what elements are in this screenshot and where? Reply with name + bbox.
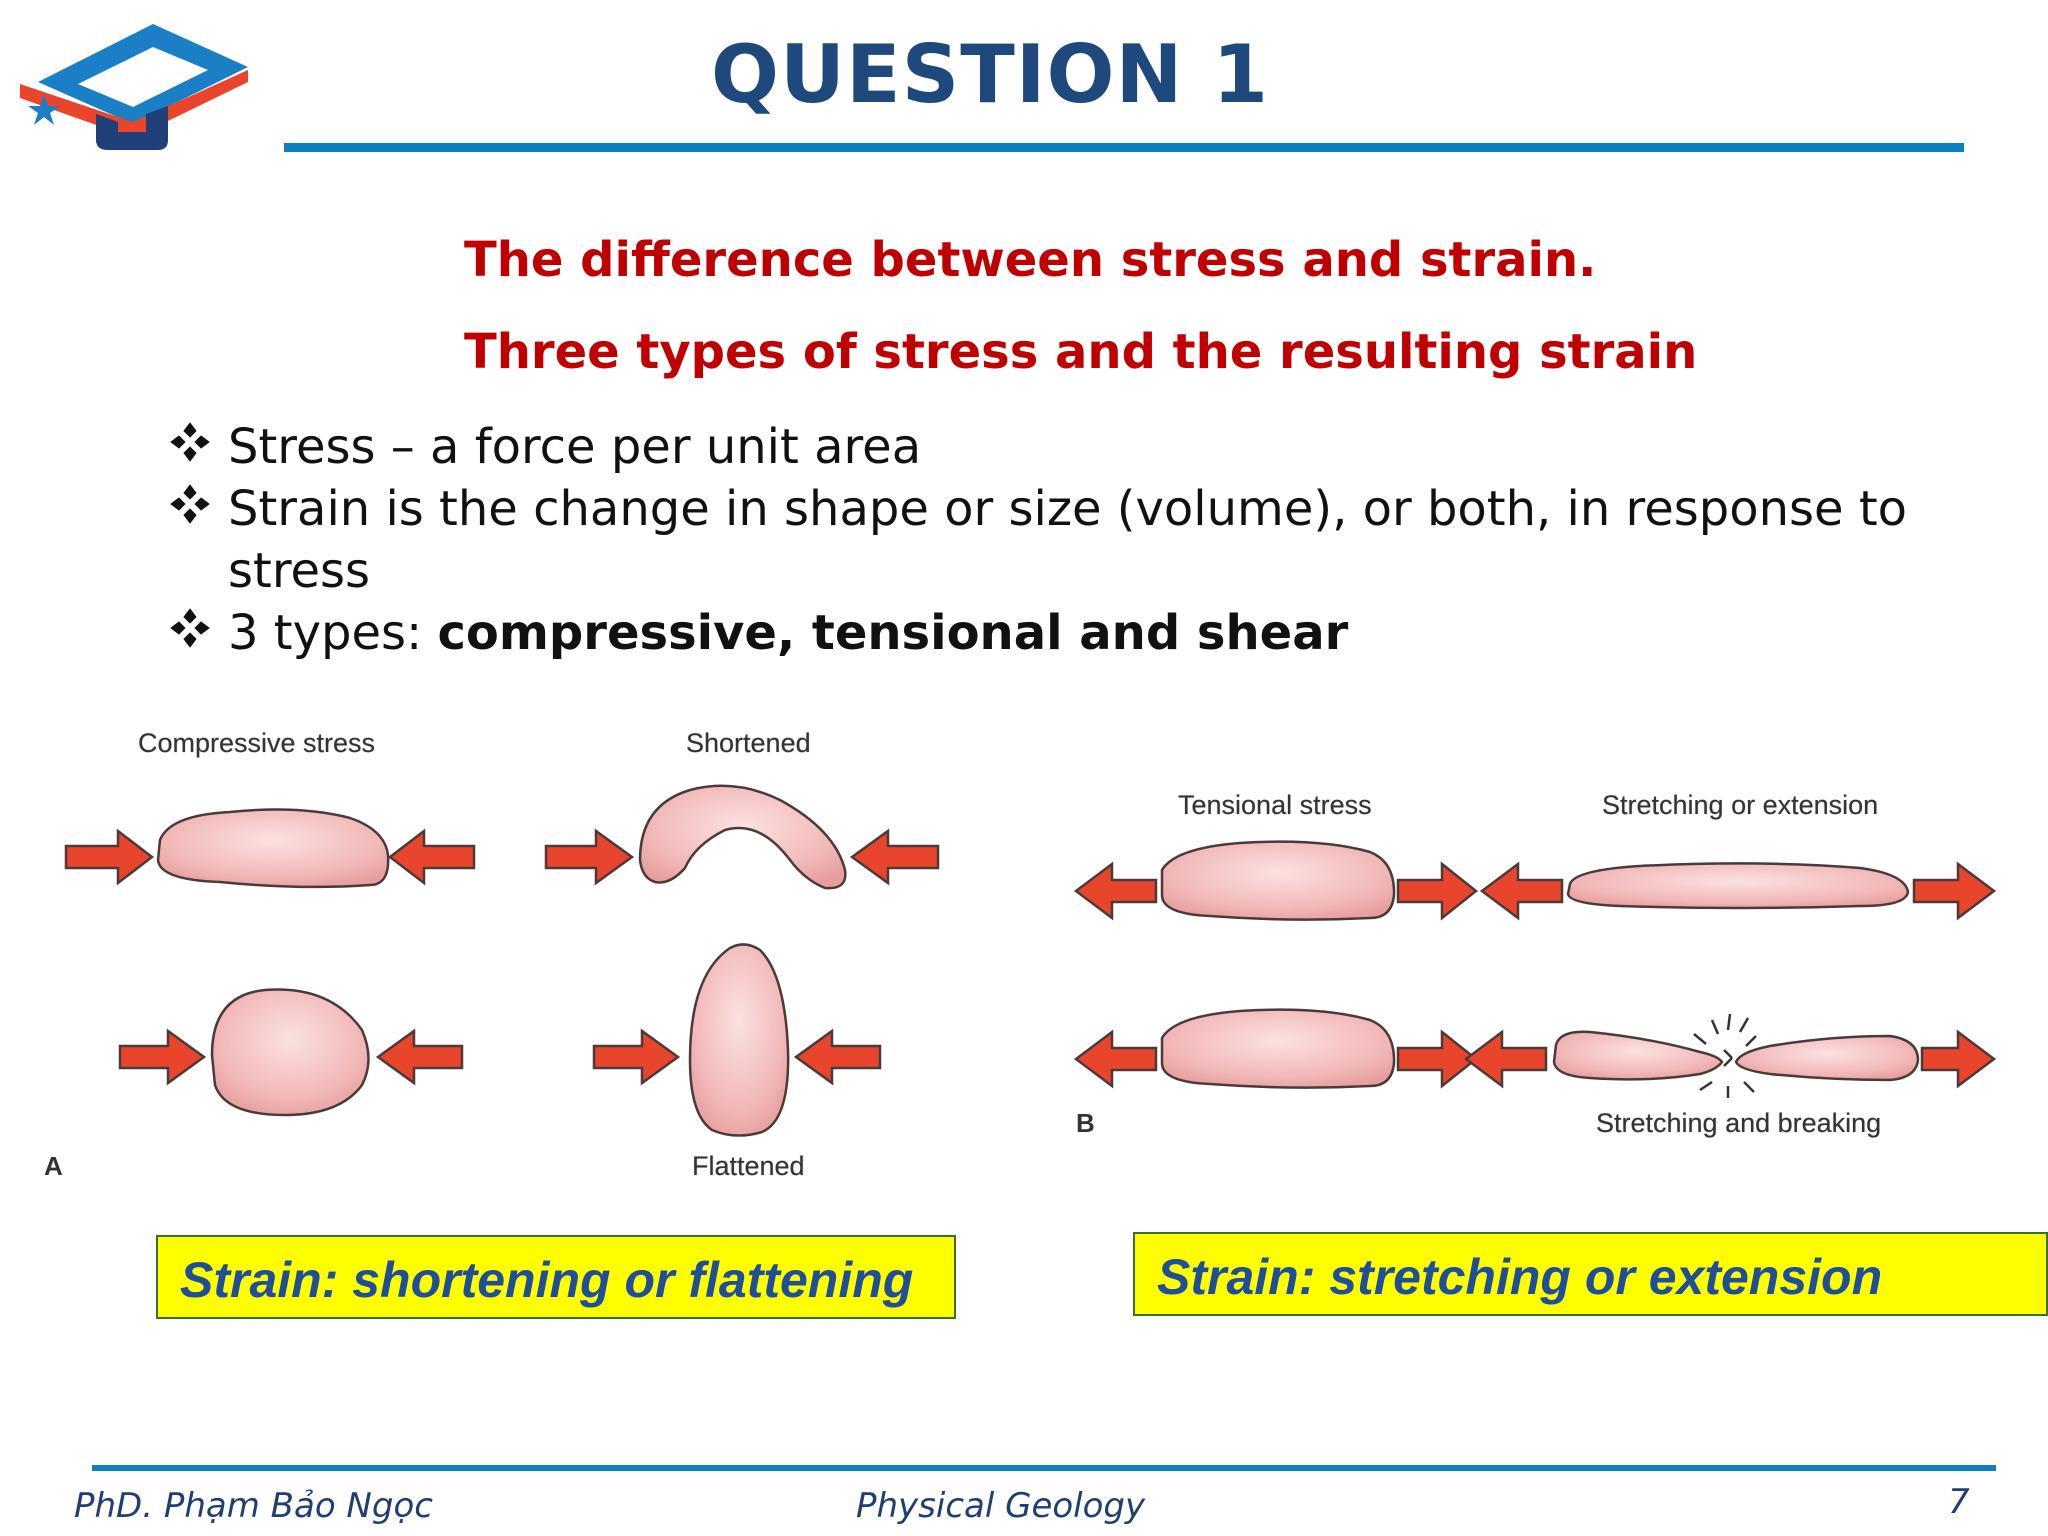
label-stretching-extension: Stretching or extension (1602, 790, 1879, 820)
arrow-left-icon (1463, 1029, 1548, 1089)
rock-round (210, 988, 370, 1117)
bullet-item: Stress – a force per unit area (168, 416, 1928, 478)
label-shortened: Shortened (686, 728, 811, 758)
label-stretching-breaking: Stretching and breaking (1596, 1108, 1882, 1138)
arrow-left-icon (1073, 861, 1158, 921)
rock-block-tension (1160, 840, 1396, 921)
diamond-bullet-icon (170, 422, 210, 462)
bullet-list: Stress – a force per unit area Strain is… (168, 416, 1928, 664)
arrow-left-icon (1073, 1029, 1158, 1089)
panel-letter-a: A (44, 1151, 63, 1181)
rock-stretched (1566, 862, 1910, 910)
arrow-left-icon (793, 1028, 882, 1086)
label-tensional-stress: Tensional stress (1178, 790, 1372, 820)
arrow-right-icon (118, 1028, 207, 1086)
rock-flattened (688, 943, 790, 1137)
rock-broken-left (1552, 1030, 1724, 1081)
bullet-bold-text: compressive, tensional and shear (437, 605, 1349, 661)
title-divider (284, 143, 1964, 152)
arrow-left-icon (375, 1028, 464, 1086)
arrow-left-icon (387, 828, 476, 886)
bullet-item: Strain is the change in shape or size (v… (168, 478, 1928, 602)
stress-strain-figure (64, 784, 1997, 1137)
subtitle-difference: The difference between stress and strain… (464, 232, 1597, 288)
arrow-right-icon (64, 828, 155, 886)
callout-stretching: Strain: stretching or extension (1133, 1232, 2048, 1316)
arrow-left-icon (1479, 861, 1564, 921)
bullet-text: Strain is the change in shape or size (v… (228, 481, 1908, 599)
slide-title: QUESTION 1 (710, 28, 1270, 121)
fracture-marks (1693, 1013, 1757, 1098)
rock-block-tension (1160, 1008, 1396, 1089)
label-flattened: Flattened (692, 1151, 805, 1181)
bullet-prefix: 3 types: (228, 605, 438, 661)
arrow-right-icon (592, 1028, 681, 1086)
page-number: 7 (1948, 1482, 1970, 1522)
panel-letter-b: B (1076, 1108, 1095, 1138)
arrow-right-icon (1396, 861, 1479, 921)
arrow-right-icon (544, 828, 635, 886)
arrow-right-icon (1920, 1029, 1997, 1089)
rock-shortened (638, 784, 847, 890)
label-compressive-stress: Compressive stress (138, 728, 376, 758)
bullet-text: Stress – a force per unit area (228, 419, 922, 475)
footer-course: Physical Geology (856, 1486, 1146, 1526)
arrow-right-icon (1912, 861, 1997, 921)
footer-divider (92, 1465, 1996, 1471)
footer-author: PhD. Phạm Bảo Ngọc (74, 1486, 433, 1526)
diamond-bullet-icon (170, 484, 210, 524)
diamond-bullet-icon (170, 608, 210, 648)
arrow-left-icon (849, 828, 940, 886)
bullet-item: 3 types: compressive, tensional and shea… (168, 602, 1928, 664)
arrow-right-icon (1396, 1029, 1479, 1089)
graduation-cap-logo-icon (20, 24, 248, 150)
callout-shortening: Strain: shortening or flattening (156, 1235, 956, 1319)
subtitle-three-types: Three types of stress and the resulting … (464, 324, 1698, 380)
rock-block (156, 808, 390, 889)
rock-broken-right (1734, 1034, 1920, 1082)
